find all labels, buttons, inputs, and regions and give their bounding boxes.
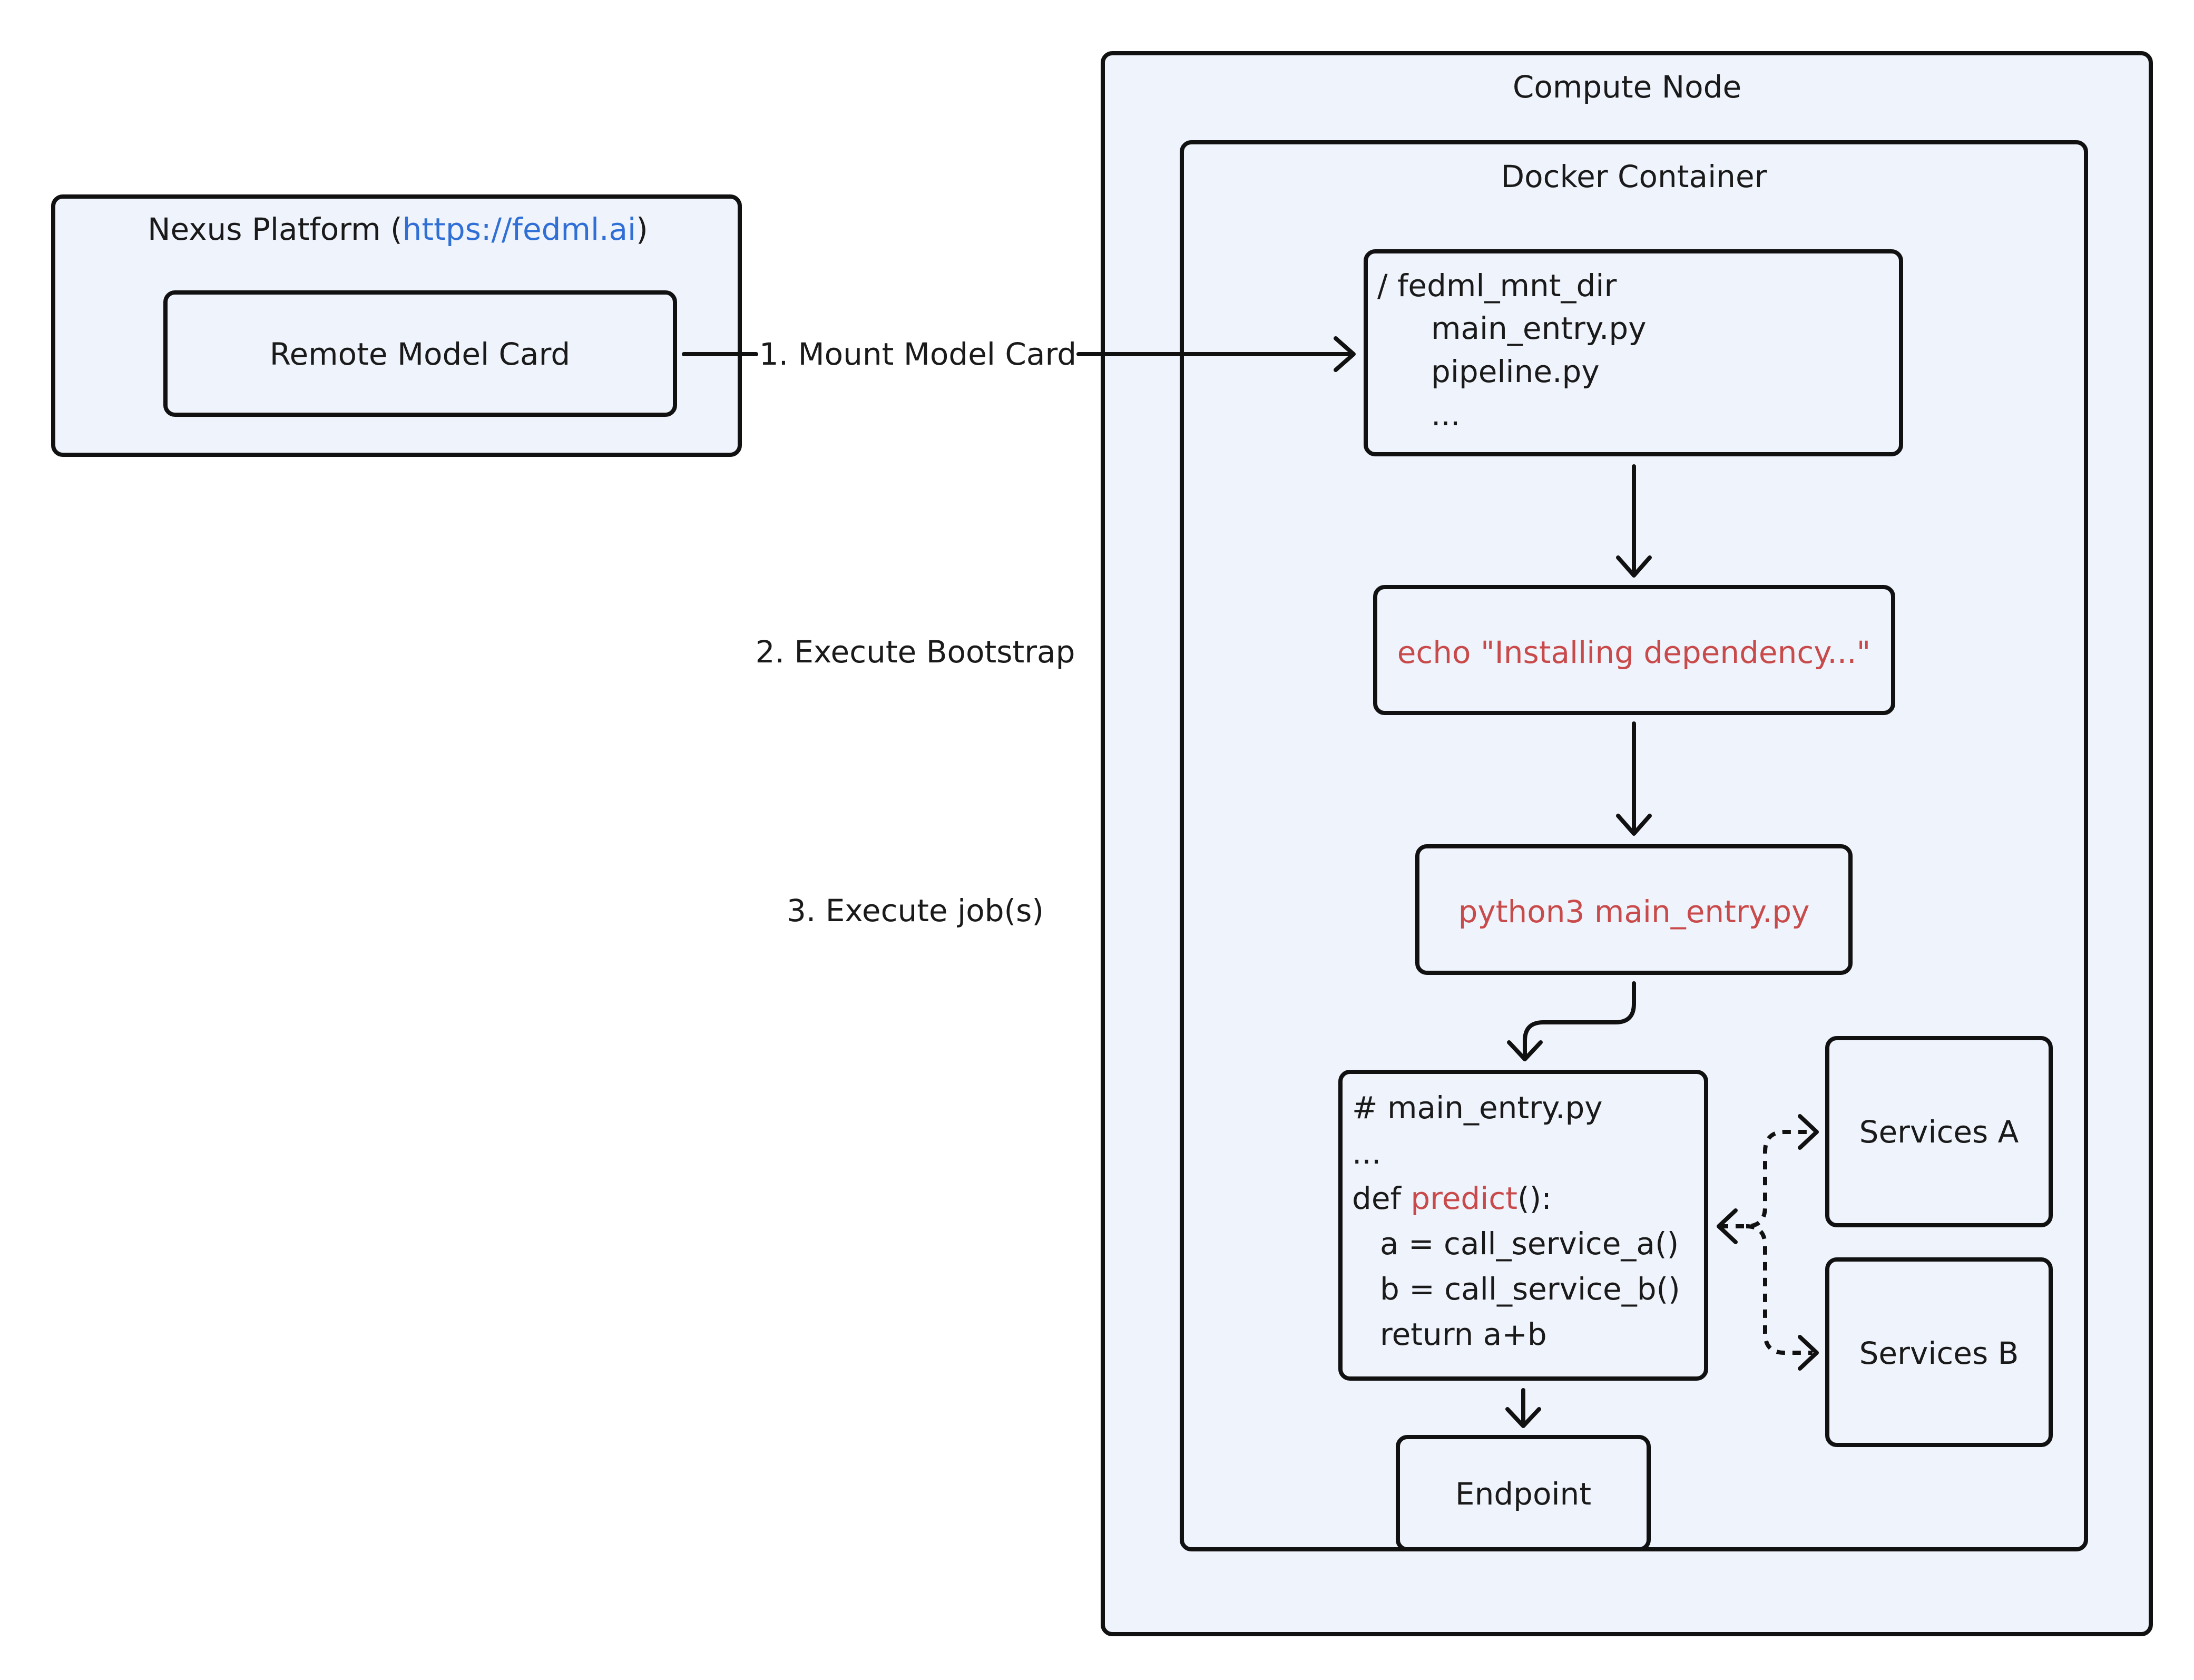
compute-node-title: Compute Node (1513, 69, 1741, 105)
platform-title: Nexus Platform (https://fedml.ai) (148, 211, 648, 247)
services-b-box: Services B (1825, 1257, 2053, 1447)
arrow-down (1505, 1388, 1541, 1428)
main-entry-code-box: # main_entry.py ... def predict(): a = c… (1338, 1070, 1708, 1381)
endpoint-label: Endpoint (1455, 1476, 1591, 1512)
code-def-line: def predict(): (1352, 1180, 1552, 1216)
step-bootstrap-label: 2. Execute Bootstrap (756, 634, 1075, 670)
platform-url-link[interactable]: https://fedml.ai (403, 211, 636, 247)
services-a-label: Services A (1859, 1114, 2019, 1150)
services-b-label: Services B (1859, 1335, 2019, 1371)
step-jobs-label: 3. Execute job(s) (787, 893, 1044, 929)
bootstrap-command: echo "Installing dependency..." (1397, 634, 1871, 670)
predict-function-name: predict (1411, 1180, 1517, 1216)
code-ellipsis: ... (1352, 1135, 1381, 1171)
endpoint-box: Endpoint (1396, 1435, 1651, 1551)
remote-model-card-label: Remote Model Card (270, 336, 570, 372)
run-command: python3 main_entry.py (1458, 894, 1810, 930)
remote-model-card: Remote Model Card (163, 290, 677, 417)
arrow-down (1616, 721, 1652, 836)
docker-container-title: Docker Container (1501, 159, 1767, 194)
arrow-elbow (1507, 981, 1636, 1061)
step-mount-label: 1. Mount Model Card (759, 336, 1076, 372)
bootstrap-box: echo "Installing dependency..." (1373, 585, 1895, 715)
code-line: return a+b (1380, 1316, 1547, 1352)
mnt-dir-root: / fedml_mnt_dir (1377, 268, 1617, 304)
mount-connector (682, 336, 1356, 372)
mnt-dir-file: pipeline.py (1431, 354, 1600, 389)
mnt-dir-file: ... (1431, 397, 1460, 433)
mnt-dir-file: main_entry.py (1431, 310, 1647, 346)
arrow-down (1616, 464, 1652, 578)
code-comment: # main_entry.py (1352, 1090, 1603, 1126)
code-line: a = call_service_a() (1380, 1226, 1679, 1262)
service-calls-connector (1717, 1114, 1819, 1371)
code-line: b = call_service_b() (1380, 1271, 1680, 1307)
mnt-dir-box: / fedml_mnt_dir main_entry.py pipeline.p… (1364, 249, 1903, 456)
services-a-box: Services A (1825, 1036, 2053, 1227)
run-box: python3 main_entry.py (1415, 844, 1853, 975)
